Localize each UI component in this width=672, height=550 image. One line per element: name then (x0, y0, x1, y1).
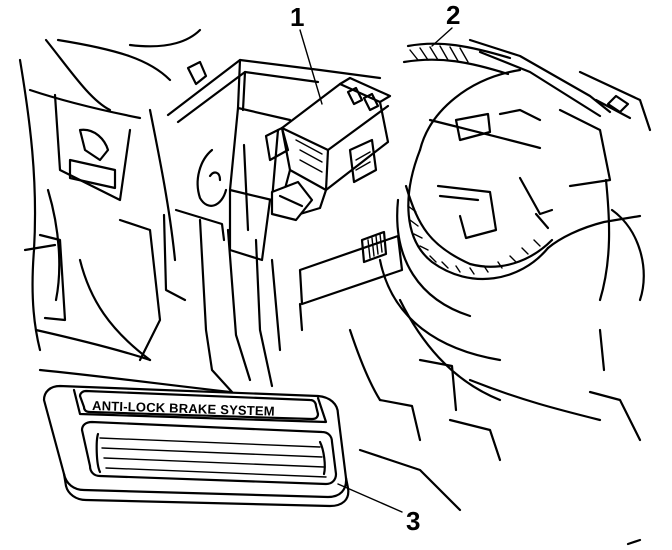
abs-module (264, 76, 392, 222)
abs-identification-plate: ANTI-LOCK BRAKE SYSTEM (42, 384, 350, 508)
center-bracket (162, 58, 382, 394)
callout-3-number: 3 (406, 506, 420, 536)
callout-1: 1 (290, 2, 323, 105)
callout-1-number: 1 (290, 2, 304, 32)
floor-panel (34, 230, 642, 512)
left-seat-structure (18, 28, 208, 362)
callout-2-number: 2 (446, 0, 460, 30)
wiring-harness (402, 38, 652, 132)
callout-2-leader (431, 27, 453, 47)
floor-curve (378, 68, 645, 362)
corner-mark (626, 538, 642, 546)
callout-3-leader (337, 483, 403, 513)
plate-label: ANTI-LOCK BRAKE SYSTEM (92, 398, 275, 419)
callout-2: 2 (431, 0, 460, 47)
callout-1-leader (299, 29, 323, 105)
callout-3: 3 (337, 483, 420, 536)
